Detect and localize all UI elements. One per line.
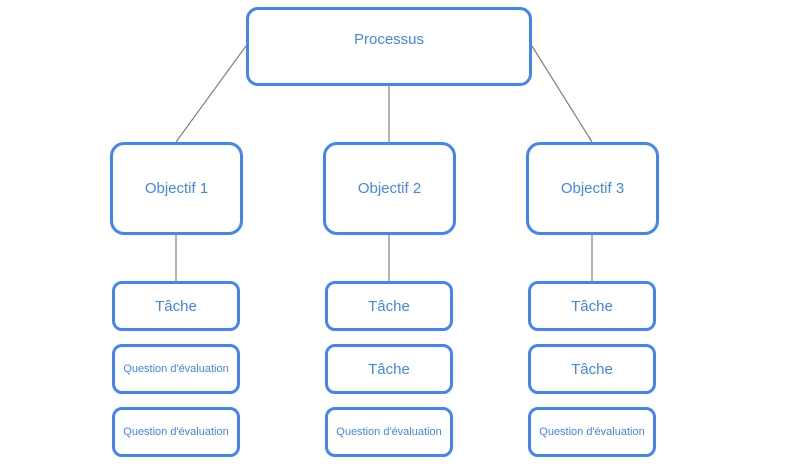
connector-processus-objectif3	[531, 45, 593, 143]
node-objectif-3[interactable]: Objectif 3	[526, 142, 659, 235]
node-label: Question d'évaluation	[539, 425, 645, 438]
node-objectif-1[interactable]: Objectif 1	[110, 142, 243, 235]
node-label: Question d'évaluation	[123, 425, 229, 438]
node-label: Tâche	[571, 297, 613, 315]
node-question-evaluation[interactable]: Question d'évaluation	[528, 407, 656, 457]
node-label: Tâche	[368, 297, 410, 315]
node-objectif-2[interactable]: Objectif 2	[323, 142, 456, 235]
node-tache[interactable]: Tâche	[112, 281, 240, 331]
connector-processus-objectif1	[175, 45, 247, 143]
node-label: Tâche	[368, 360, 410, 378]
node-label: Objectif 3	[560, 180, 625, 197]
node-question-evaluation[interactable]: Question d'évaluation	[325, 407, 453, 457]
node-tache[interactable]: Tâche	[325, 281, 453, 331]
node-tache[interactable]: Tâche	[528, 344, 656, 394]
node-label: Question d'évaluation	[123, 362, 229, 375]
node-label: Tâche	[155, 297, 197, 315]
node-label: Objectif 1	[144, 180, 209, 197]
node-processus[interactable]: Processus	[246, 7, 532, 86]
node-question-evaluation[interactable]: Question d'évaluation	[112, 344, 240, 394]
node-label: Objectif 2	[357, 180, 422, 197]
node-label: Tâche	[571, 360, 613, 378]
node-label: Processus	[353, 31, 425, 48]
node-label: Question d'évaluation	[336, 425, 442, 438]
node-tache[interactable]: Tâche	[528, 281, 656, 331]
node-question-evaluation[interactable]: Question d'évaluation	[112, 407, 240, 457]
node-tache[interactable]: Tâche	[325, 344, 453, 394]
